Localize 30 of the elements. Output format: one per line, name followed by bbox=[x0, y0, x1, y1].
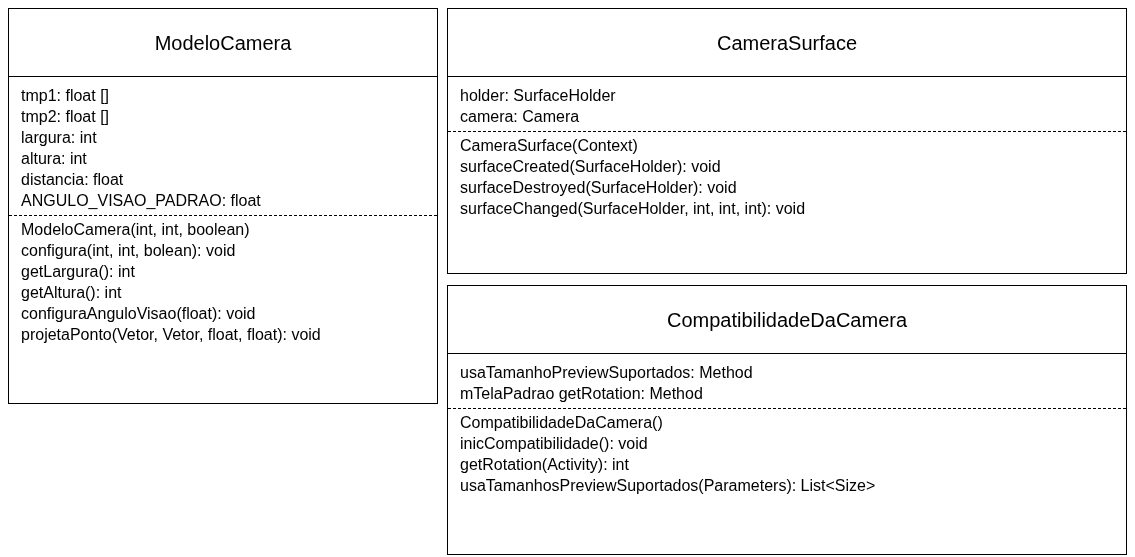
method-text: CameraSurface(Context) bbox=[460, 136, 639, 156]
attribute-text: distancia: float bbox=[21, 170, 125, 190]
class-box bbox=[8, 8, 438, 404]
class-name: CameraSurface bbox=[716, 30, 858, 56]
method-text: configura(int, int, bolean): void bbox=[21, 241, 237, 261]
attribute-text: tmp2: float [] bbox=[21, 107, 111, 127]
attribute-text: usaTamanhoPreviewSuportados: Method bbox=[460, 363, 754, 383]
method-text: inicCompatibilidade(): void bbox=[460, 434, 649, 454]
method-text: getRotation(Activity): int bbox=[460, 455, 630, 475]
class-name: ModeloCamera bbox=[154, 30, 292, 56]
method-text: usaTamanhosPreviewSuportados(Parameters): List<Size> bbox=[460, 476, 877, 496]
attribute-text: camera: Camera bbox=[460, 107, 581, 127]
attribute-text: holder: SurfaceHolder bbox=[460, 86, 617, 106]
class-box bbox=[447, 285, 1127, 555]
method-text: getAltura(): int bbox=[21, 283, 123, 303]
class-name: CompatibilidadeDaCamera bbox=[666, 307, 908, 333]
method-text: surfaceCreated(SurfaceHolder): void bbox=[460, 157, 722, 177]
attribute-text: tmp1: float [] bbox=[21, 86, 111, 106]
attribute-text: altura: int bbox=[21, 149, 88, 169]
method-text: ModeloCamera(int, int, boolean) bbox=[21, 220, 251, 240]
attribute-text: largura: int bbox=[21, 128, 98, 148]
method-text: surfaceChanged(SurfaceHolder, int, int, int): void bbox=[460, 199, 807, 219]
method-text: CompatibilidadeDaCamera() bbox=[460, 413, 664, 433]
attribute-text: mTelaPadrao getRotation: Method bbox=[460, 384, 704, 404]
class-box bbox=[447, 8, 1127, 274]
method-text: surfaceDestroyed(SurfaceHolder): void bbox=[460, 178, 738, 198]
method-text: getLargura(): int bbox=[21, 262, 136, 282]
attribute-text: ANGULO_VISAO_PADRAO: float bbox=[21, 191, 262, 211]
method-text: projetaPonto(Vetor, Vetor, float, float): void bbox=[21, 325, 322, 345]
method-text: configuraAnguloVisao(float): void bbox=[21, 304, 257, 324]
